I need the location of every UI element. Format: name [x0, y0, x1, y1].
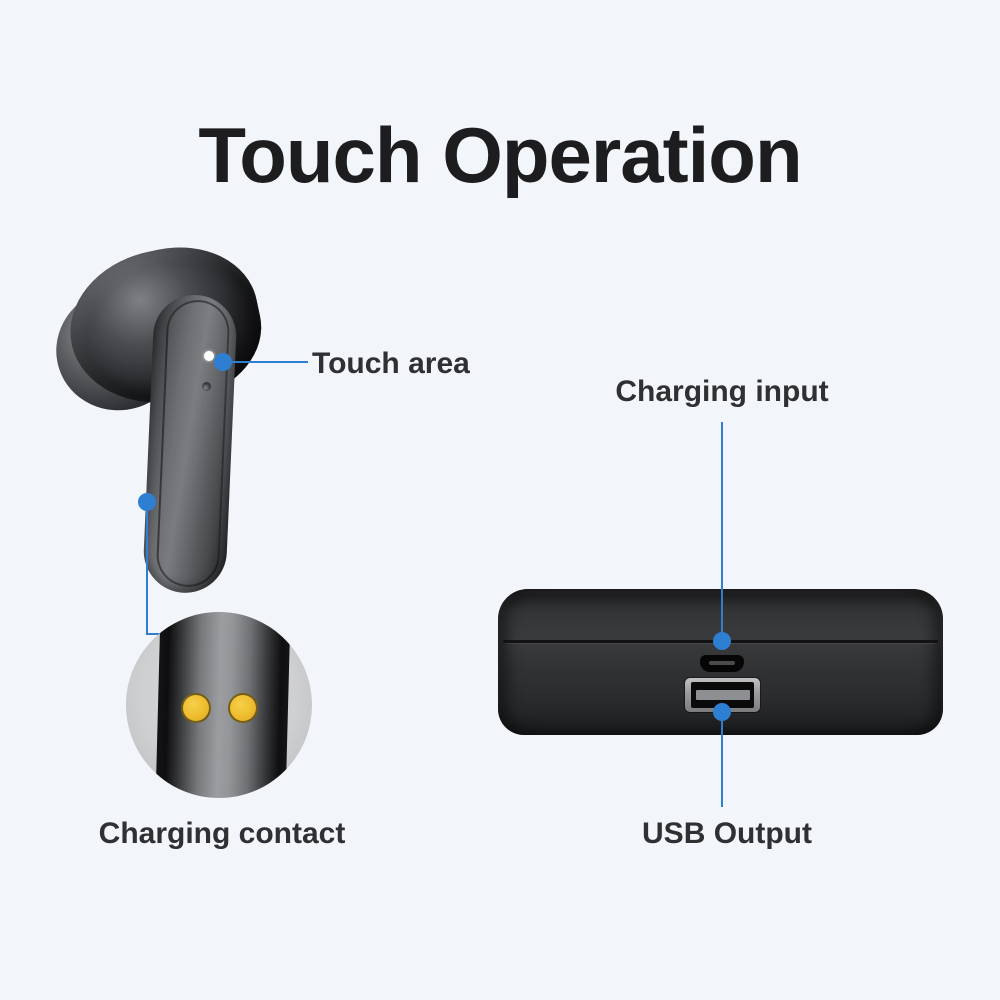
charging-contact-label: Charging contact [98, 817, 346, 850]
charging-contact-pin-right [228, 693, 258, 723]
charging-contact-callout-line-horizontal [146, 633, 161, 635]
charging-input-label: Charging input [615, 375, 829, 408]
charging-contact-callout-line-vertical [146, 509, 148, 635]
charging-contact-callout-dot [138, 493, 156, 511]
touch-area-callout-dot [214, 353, 232, 371]
usb-a-port-tongue [695, 690, 750, 700]
usb-output-label: USB Output [642, 817, 812, 850]
usb-output-callout-line [721, 719, 723, 807]
micro-usb-port [700, 655, 744, 672]
earbud-stem [142, 293, 238, 595]
magnified-stem [155, 612, 291, 798]
touch-area-label: Touch area [312, 347, 470, 380]
mic-hole-dot [202, 382, 211, 391]
micro-usb-slot [709, 661, 735, 665]
usb-output-callout-dot [713, 703, 731, 721]
charging-contact-pin-left [181, 693, 211, 723]
magnifier-circle [126, 612, 312, 798]
earbud-faceplate [155, 298, 231, 589]
page-title: Touch Operation [198, 111, 802, 199]
charging-input-callout-line [721, 422, 723, 634]
charging-input-callout-dot [713, 632, 731, 650]
led-indicator-dot [204, 351, 214, 361]
touch-area-callout-line [230, 361, 308, 363]
